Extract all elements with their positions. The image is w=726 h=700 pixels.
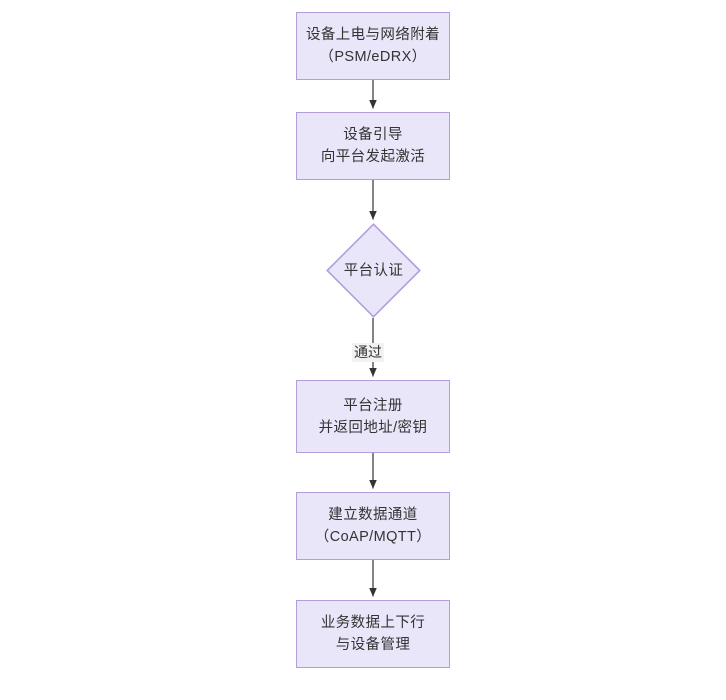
node-label-line: （CoAP/MQTT） bbox=[314, 529, 432, 545]
node-business-data-and-device-management[interactable]: 业务数据上下行 与设备管理 bbox=[296, 600, 450, 668]
node-label-line: （PSM/eDRX） bbox=[319, 49, 427, 65]
node-establish-data-channel[interactable]: 建立数据通道 （CoAP/MQTT） bbox=[296, 492, 450, 560]
node-label-line: 向平台发起激活 bbox=[320, 149, 426, 165]
node-label-line: 平台认证 bbox=[343, 262, 404, 279]
node-label-line: 业务数据上下行 bbox=[320, 615, 426, 631]
node-platform-registration[interactable]: 平台注册 并返回地址/密钥 bbox=[296, 380, 450, 453]
node-label-line: 与设备管理 bbox=[335, 637, 411, 653]
node-platform-authentication[interactable]: 平台认证 bbox=[326, 223, 421, 318]
node-device-bootstrap[interactable]: 设备引导 向平台发起激活 bbox=[296, 112, 450, 180]
diamond-shape-icon bbox=[326, 223, 421, 318]
node-label-line: 并返回地址/密钥 bbox=[318, 419, 428, 436]
edge-label-pass: 通过 bbox=[352, 343, 384, 362]
node-label-line: 设备引导 bbox=[343, 127, 403, 143]
node-device-power-on[interactable]: 设备上电与网络附着 （PSM/eDRX） bbox=[296, 12, 450, 80]
node-label-line: 设备上电与网络附着 bbox=[305, 27, 441, 43]
node-label-line: 平台注册 bbox=[343, 397, 403, 414]
node-label-line: 建立数据通道 bbox=[328, 507, 418, 523]
